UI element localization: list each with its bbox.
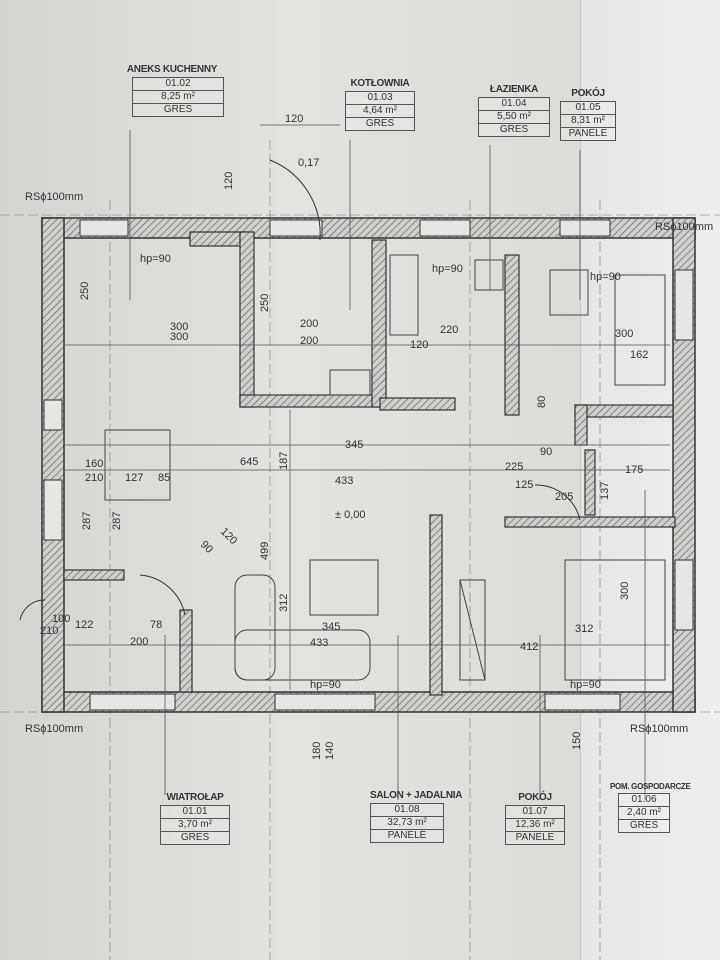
furniture [104,254,666,681]
svg-text:RSϕ100mm: RSϕ100mm [630,723,688,735]
dimension-lines [65,124,670,690]
svg-text:645: 645 [240,456,258,468]
svg-text:85: 85 [158,472,170,484]
interior-walls [63,231,676,696]
svg-text:412: 412 [520,641,538,653]
svg-text:125: 125 [515,479,533,491]
svg-text:122: 122 [75,619,93,631]
svg-text:140: 140 [324,742,336,760]
svg-text:137: 137 [599,482,611,500]
svg-text:433: 433 [310,637,328,649]
svg-text:hp=90: hp=90 [310,679,341,691]
svg-text:200: 200 [300,318,318,330]
svg-text:90: 90 [198,539,215,556]
svg-text:78: 78 [150,619,162,631]
svg-text:120: 120 [410,339,428,351]
svg-text:433: 433 [335,475,353,487]
annotations: RSϕ100mm RSϕ100mm RSϕ100mm RSϕ100mm ± 0,… [25,113,713,735]
svg-text:220: 220 [440,324,458,336]
svg-text:hp=90: hp=90 [140,253,171,265]
svg-text:312: 312 [278,594,290,612]
guide-lines [0,140,720,960]
room-leader-lines [129,130,646,800]
windows [43,219,694,711]
svg-text:180: 180 [311,742,323,760]
svg-text:175: 175 [625,464,643,476]
svg-text:hp=90: hp=90 [590,271,621,283]
svg-text:150: 150 [571,732,583,750]
svg-text:300: 300 [170,331,188,343]
svg-text:200: 200 [300,335,318,347]
svg-text:hp=90: hp=90 [432,263,463,275]
svg-text:120: 120 [218,526,239,547]
svg-text:127: 127 [125,472,143,484]
svg-text:300: 300 [170,321,188,333]
svg-text:RSϕ100mm: RSϕ100mm [25,191,83,203]
svg-text:100: 100 [52,613,70,625]
svg-text:90: 90 [540,446,552,458]
svg-text:162: 162 [630,349,648,361]
svg-text:200: 200 [130,636,148,648]
paper-fold [580,0,720,960]
svg-text:345: 345 [322,621,340,633]
svg-text:210: 210 [85,472,103,484]
svg-text:210: 210 [40,625,58,637]
svg-text:hp=90: hp=90 [570,679,601,691]
svg-text:205: 205 [555,491,573,503]
svg-text:160: 160 [85,458,103,470]
svg-text:287: 287 [81,512,93,530]
svg-text:250: 250 [79,282,91,300]
svg-text:300: 300 [619,582,631,600]
svg-text:225: 225 [505,461,523,473]
svg-text:RSϕ100mm: RSϕ100mm [25,723,83,735]
svg-text:RSϕ100mm: RSϕ100mm [655,221,713,233]
svg-text:187: 187 [278,452,290,470]
doors [19,159,581,621]
svg-text:± 0,00: ± 0,00 [335,509,366,521]
svg-text:120: 120 [285,113,303,125]
svg-text:250: 250 [259,294,271,312]
svg-text:0,17: 0,17 [298,157,319,169]
svg-text:80: 80 [536,396,548,408]
svg-text:300: 300 [615,328,633,340]
svg-text:345: 345 [345,439,363,451]
svg-text:499: 499 [259,542,271,560]
svg-text:312: 312 [575,623,593,635]
svg-text:120: 120 [223,172,235,190]
svg-text:287: 287 [111,512,123,530]
